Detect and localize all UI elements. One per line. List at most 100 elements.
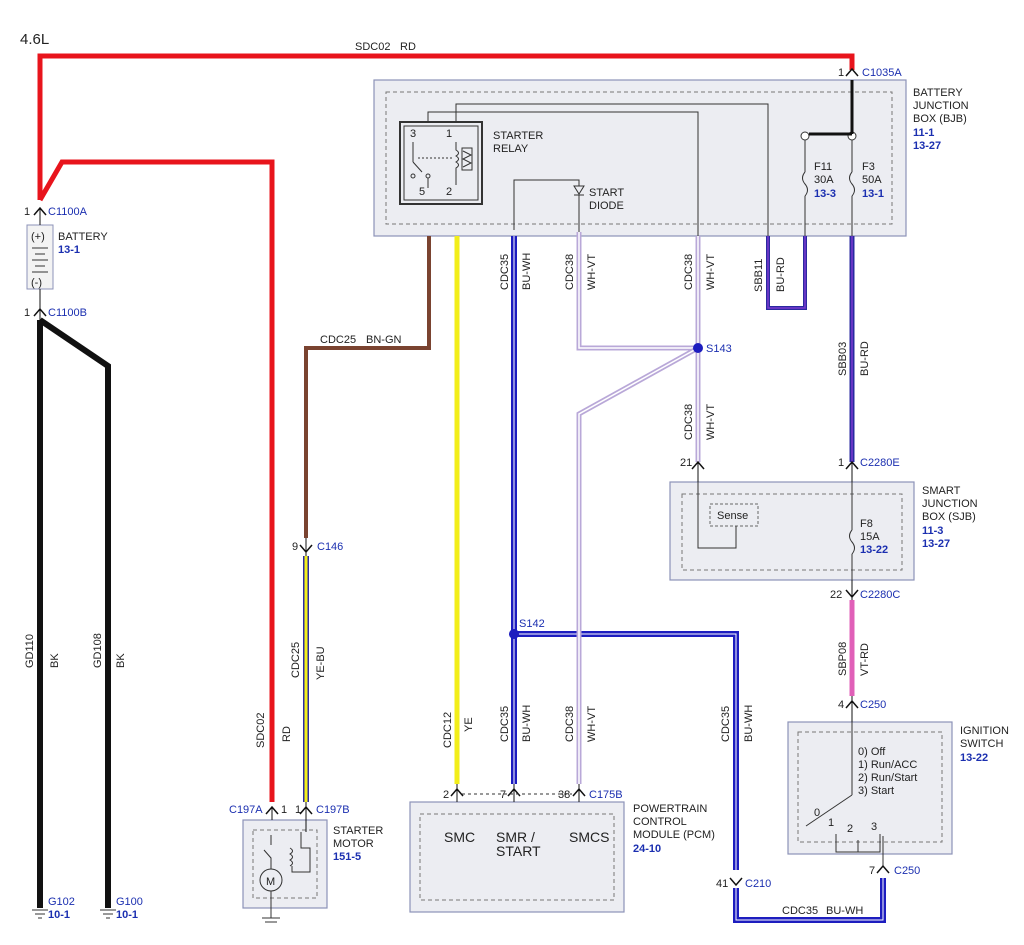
wire-sbp08-vt-rd[interactable]: SBP08 VT-RD [837,600,871,696]
ign-ref[interactable]: 13-22 [960,752,988,764]
connector-c2280c[interactable]: 22 C2280C [830,580,900,601]
sjb-ref-2[interactable]: 13-27 [922,538,950,550]
wire-sdc02-top-color: RD [400,41,416,53]
g100-ref[interactable]: 10-1 [116,909,138,921]
relay-name-1: STARTER [493,130,543,142]
wire-cdc38-c-color: WH-VT [705,404,717,440]
connector-sjb-pin-21[interactable]: 21 [680,457,705,482]
c197a-pin: 1 [281,804,287,816]
wire-gd108[interactable]: GD108 BK [38,317,127,908]
c210-id: C210 [745,878,771,890]
wire-cdc25-v-color: YE-BU [315,646,327,680]
relay-name-2: RELAY [493,143,529,155]
diode-name-2: DIODE [589,200,624,212]
bjb-ref-2[interactable]: 13-27 [913,140,941,152]
wire-cdc38-b-circuit: CDC38 [683,254,695,290]
connector-c250-bottom[interactable]: 7 C250 [869,864,920,877]
motor-m-symbol: M [266,876,275,888]
ground-g102[interactable]: G102 10-1 [32,896,75,921]
motor-name-1: STARTER [333,825,383,837]
wire-cdc35-bottom-color: BU-WH [826,905,863,917]
wire-sbp08-circuit: SBP08 [837,642,849,676]
sjb-ref-1[interactable]: 11-3 [922,525,943,537]
connector-c250-top[interactable]: 4 C250 [838,696,886,722]
pcm-ref[interactable]: 24-10 [633,843,661,855]
wire-gd108-color: BK [115,653,127,668]
wire-cdc38-d-circuit: CDC38 [564,706,576,742]
wire-cdc35-c-color: BU-WH [743,705,755,742]
splice-s143[interactable]: S143 [693,343,732,355]
wire-sbb03-color: BU-RD [859,341,871,376]
c250-bot-pin: 7 [869,865,875,877]
relay-pin-3: 3 [410,128,416,140]
connector-c210[interactable]: 41 C210 [716,877,771,890]
f11-ref[interactable]: 13-3 [814,188,836,200]
wire-sbb03-circuit: SBB03 [837,342,849,376]
f11-name: F11 [814,161,832,173]
connector-c197a[interactable]: C197A 1 [229,804,287,820]
start-diode: START DIODE [513,179,624,232]
splice-s142[interactable]: S142 [509,618,545,639]
wire-sbb11-color: BU-RD [775,257,787,292]
connector-c2280e[interactable]: 1 C2280E [838,457,900,482]
motor-ref[interactable]: 151-5 [333,851,361,863]
wire-cdc35-b-circuit: CDC35 [499,706,511,742]
diode-name-1: START [589,187,624,199]
battery-name: BATTERY [58,231,108,243]
ign-name-1: IGNITION [960,725,1009,737]
relay-pin-1: 1 [446,128,452,140]
connector-c197b[interactable]: 1 C197B [295,802,350,832]
f3-ref[interactable]: 13-1 [862,188,884,200]
c146-id: C146 [317,541,343,553]
wire-cdc35-c-circuit: CDC35 [720,706,732,742]
wire-cdc35-bottom-circuit: CDC35 [782,905,818,917]
battery-junction-box: BATTERY JUNCTION BOX (BJB) 11-1 13-27 [373,79,969,237]
connector-c175b[interactable]: 2 7 38 C175B [443,784,623,802]
connector-c146[interactable]: 9 C146 [292,538,343,556]
ground-g100[interactable]: G100 10-1 [100,896,143,921]
battery-minus-label: (-) [31,277,42,289]
bjb-name-3: BOX (BJB) [913,113,967,125]
bjb-name-1: BATTERY [913,87,963,99]
f11-rating: 30A [814,174,834,186]
battery-ref[interactable]: 13-1 [58,244,80,256]
ign-pos-run-start: 2) Run/Start [858,772,917,784]
wire-cdc38-d-color: WH-VT [586,706,598,742]
relay-pin-5: 5 [419,186,425,198]
bjb-busbar [809,80,854,136]
wire-cdc12-color: YE [463,717,475,732]
c175b-pin-2: 2 [443,789,449,801]
battery-plus-label: (+) [31,231,45,243]
pcm-pin-start: START [496,843,541,859]
c1100a-id: C1100A [48,206,88,218]
c197b-pin: 1 [295,804,301,816]
wire-gd110-circuit: GD110 [24,634,36,668]
bjb-ref-1[interactable]: 11-1 [913,127,934,139]
g100-id: G100 [116,896,143,908]
wire-cdc38-wh-vt[interactable]: CDC38 WH-VT CDC38 WH-VT CDC38 WH-VT CDC3… [564,232,717,784]
wire-cdc25-ye-bu[interactable]: CDC25 YE-BU [290,556,327,802]
relay-pin-2: 2 [446,186,452,198]
wire-sdc02-down-color: RD [281,726,293,742]
wire-gd110[interactable]: GD110 BK [24,320,61,908]
pcm-name-1: POWERTRAIN [633,803,707,815]
wire-cdc25-h-circuit: CDC25 [320,334,356,346]
f8-ref[interactable]: 13-22 [860,544,888,556]
wire-sbb11-bu-rd[interactable]: SBB11 BU-RD [753,236,807,310]
pcm-name-2: CONTROL [633,816,687,828]
wire-cdc12-ye[interactable]: CDC12 YE [442,236,475,784]
g102-ref[interactable]: 10-1 [48,909,70,921]
connector-c1100a[interactable]: 1 C1100A [24,206,88,225]
ignition-switch: 0) Off 1) Run/ACC 2) Run/Start 3) Start … [787,712,1009,866]
connector-c1035a[interactable]: 1 C1035A [838,67,902,79]
connector-c1100b[interactable]: 1 C1100B [24,289,87,320]
wire-sbb03-bu-rd[interactable]: SBB03 BU-RD [837,236,871,462]
wire-sdc02-down[interactable]: SDC02 RD [37,159,293,802]
wire-gd110-color: BK [49,653,61,668]
wire-cdc35-a-color: BU-WH [521,253,533,290]
wire-sdc02-top[interactable]: SDC02 RD [37,41,855,200]
wire-cdc35-bu-wh[interactable]: CDC35 BU-WH CDC35 BU-WH CDC35 BU-WH CDC3… [499,236,886,923]
g102-id: G102 [48,896,75,908]
c1035a-id: C1035A [862,67,902,79]
wire-cdc25-bn-gn[interactable]: CDC25 BN-GN [304,236,431,538]
